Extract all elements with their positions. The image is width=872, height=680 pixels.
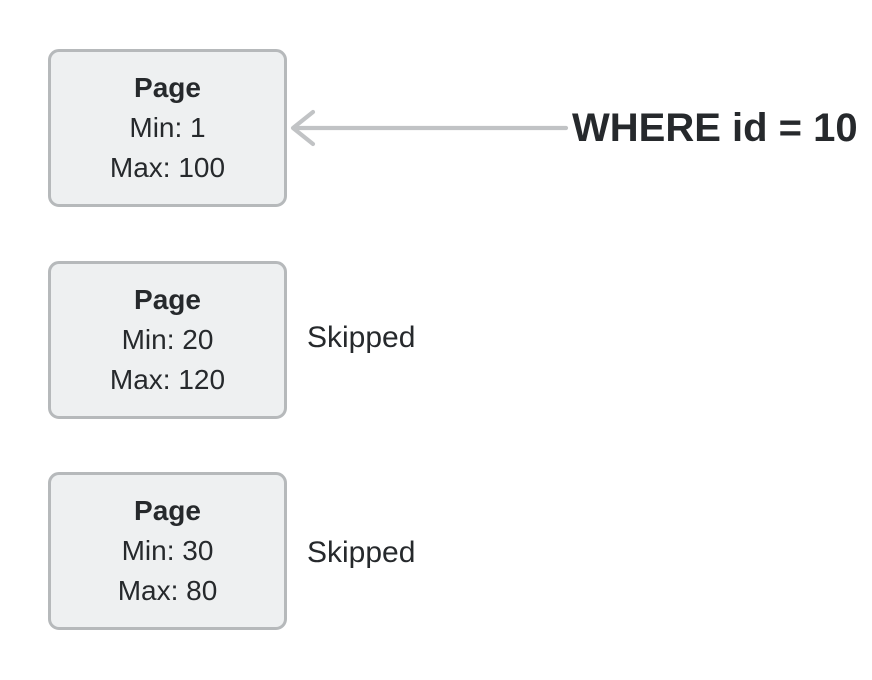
where-arrow	[290, 109, 569, 147]
skipped-label: Skipped	[307, 536, 416, 569]
page-box-1: Page Min: 1 Max: 100	[48, 49, 287, 207]
page-title: Page	[134, 495, 201, 526]
page-max-value: Max: 80	[117, 575, 218, 606]
page-min-value: Min: 30	[121, 535, 214, 566]
page-max-value: Max: 100	[109, 152, 226, 183]
page-min-value: Min: 1	[129, 112, 206, 143]
skipped-label: Skipped	[307, 321, 416, 354]
page-box-3: Page Min: 30 Max: 80	[48, 472, 287, 630]
page-title: Page	[134, 72, 201, 103]
page-box-2: Page Min: 20 Max: 120	[48, 261, 287, 419]
page-min-value: Min: 20	[121, 324, 214, 355]
where-clause-label: WHERE id = 10	[572, 106, 858, 150]
page-max-value: Max: 120	[109, 364, 226, 395]
page-title: Page	[134, 284, 201, 315]
